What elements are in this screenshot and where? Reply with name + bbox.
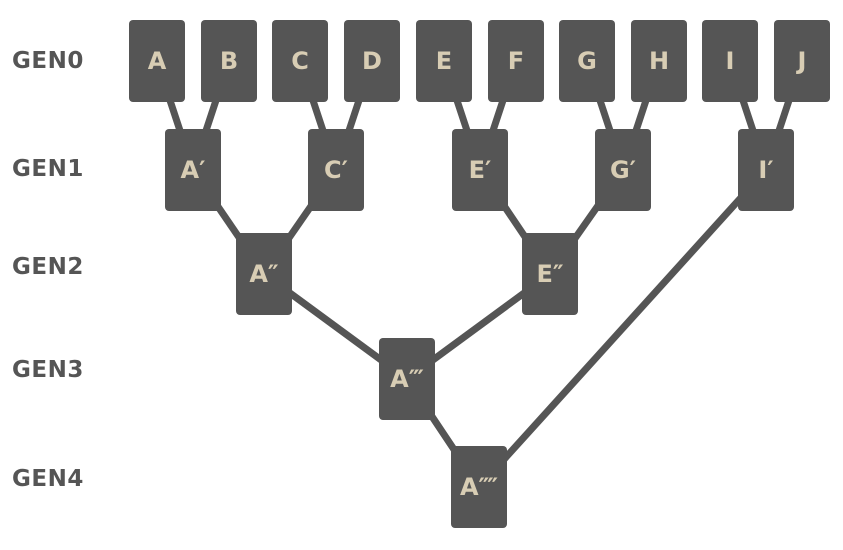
node-gen0-f: F — [488, 20, 544, 102]
node-gen1-c-prime: C′ — [308, 129, 364, 211]
node-gen3-a-triple-prime: A‴ — [379, 338, 435, 420]
node-gen2-e-double-prime: E″ — [522, 233, 578, 315]
gen4-label: GEN4 — [12, 466, 84, 492]
node-gen1-a-prime: A′ — [165, 129, 221, 211]
node-gen0-b: B — [201, 20, 257, 102]
node-gen0-a: A — [129, 20, 185, 102]
gen3-label: GEN3 — [12, 357, 84, 383]
node-gen0-d: D — [344, 20, 400, 102]
node-gen2-a-double-prime: A″ — [236, 233, 292, 315]
node-gen0-i: I — [702, 20, 758, 102]
edge-n-1-4-to-n-4-0 — [476, 167, 769, 490]
node-gen4-a-quadruple-prime: A⁗ — [451, 446, 507, 528]
node-gen0-c: C — [272, 20, 328, 102]
gen0-label: GEN0 — [12, 48, 84, 74]
node-gen0-h: H — [631, 20, 687, 102]
node-gen0-j: J — [774, 20, 830, 102]
node-gen1-g-prime: G′ — [595, 129, 651, 211]
node-gen1-i-prime: I′ — [738, 129, 794, 211]
gen1-label: GEN1 — [12, 156, 84, 182]
gen2-label: GEN2 — [12, 254, 84, 280]
node-gen0-g: G — [559, 20, 615, 102]
node-gen0-e: E — [416, 20, 472, 102]
node-gen1-e-prime: E′ — [452, 129, 508, 211]
